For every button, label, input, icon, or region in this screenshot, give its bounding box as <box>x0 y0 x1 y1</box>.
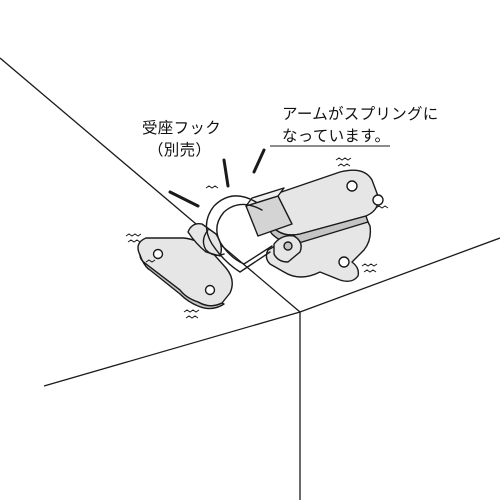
hook-screw-hole-right <box>204 284 216 296</box>
vibration-marks <box>125 157 389 319</box>
latch-screw-hole-right <box>372 194 384 206</box>
motion-mark-1 <box>168 190 200 208</box>
vibration-mark-5 <box>205 185 219 189</box>
latch-screw-hole-top <box>346 180 358 192</box>
motion-mark-3 <box>252 148 266 174</box>
arm-label-line2: なっています。 <box>282 127 391 145</box>
arm-label-line1: アームがスプリングに <box>282 105 439 123</box>
latch-body <box>245 169 384 283</box>
vibration-mark-1 <box>125 233 142 237</box>
vibration-mark-6 <box>335 157 352 161</box>
vibration-mark-8 <box>375 205 389 209</box>
vibration-mark-11 <box>145 259 156 263</box>
vibration-mark-2 <box>127 239 141 243</box>
hook-tab <box>187 222 223 257</box>
cabinet-lower-edge <box>43 311 301 387</box>
spring-arm-hook-loop <box>202 229 225 257</box>
spring-arm <box>202 195 273 273</box>
spring-motion-marks <box>168 148 266 208</box>
latch-pivot <box>283 241 293 251</box>
cabinet-top-edge <box>0 57 301 313</box>
motion-mark-2 <box>222 158 230 188</box>
vibration-mark-7 <box>337 163 351 167</box>
spring-arm-inner <box>216 203 273 265</box>
hook-label-line2: （別売） <box>148 141 212 159</box>
cabinet-outline <box>0 57 500 500</box>
hook-screw-hole-left <box>152 248 164 260</box>
spring-arm-outer <box>205 195 271 273</box>
hook-label-line1: 受座フック <box>142 119 222 137</box>
vibration-mark-10 <box>363 269 377 273</box>
cabinet-side-edge <box>299 237 500 313</box>
hook-plate <box>137 222 233 310</box>
hook-plate-thickness <box>139 254 225 310</box>
vibration-mark-4 <box>185 315 199 319</box>
vibration-mark-9 <box>361 263 378 267</box>
vibration-mark-3 <box>183 309 200 313</box>
latch-screw-hole-bottom <box>338 256 350 268</box>
